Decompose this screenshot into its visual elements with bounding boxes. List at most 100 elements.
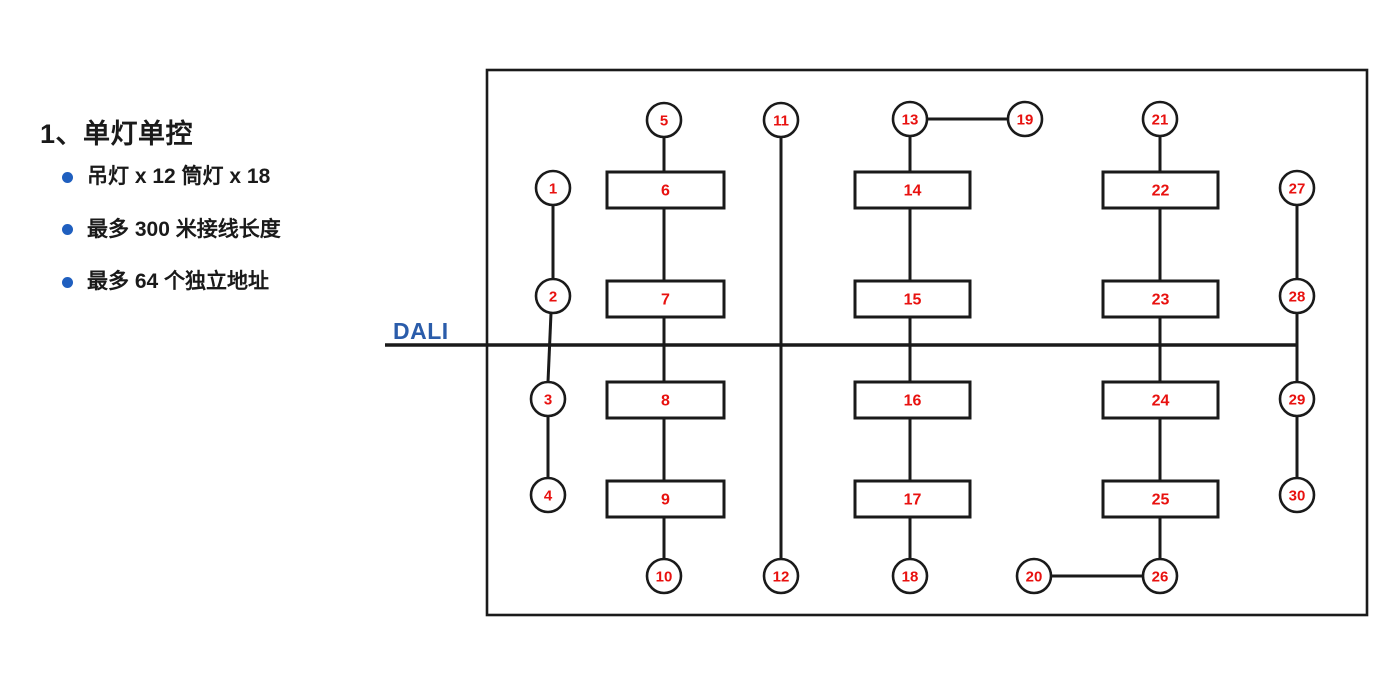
node-address-label: 27	[1289, 181, 1306, 198]
luminaire-body	[1101, 170, 1220, 210]
node-address-label: 21	[1152, 112, 1169, 129]
node-address-label: 18	[902, 569, 919, 586]
node-address-label: 29	[1289, 392, 1306, 409]
fixture-layer: 6 7 8 9 14 15 16 17 22 23 24 25	[605, 170, 1220, 519]
luminaire-body	[853, 279, 972, 319]
bullet-text: 最多 300 米接线长度	[87, 217, 281, 241]
luminaire-rect-24[interactable]: 24	[1101, 380, 1220, 420]
dali-bus-label: DALI	[393, 318, 449, 344]
luminaire-rect-16[interactable]: 16	[853, 380, 972, 420]
luminaire-node-18[interactable]: 18	[891, 557, 929, 595]
luminaire-node-10[interactable]: 10	[645, 557, 683, 595]
node-address-label: 19	[1017, 112, 1034, 129]
luminaire-rect-25[interactable]: 25	[1101, 479, 1220, 519]
node-address-label: 30	[1289, 488, 1306, 505]
luminaire-body	[853, 170, 972, 210]
node-address-label: 11	[773, 113, 789, 130]
wire-segment	[546, 312, 553, 383]
node-body	[1278, 169, 1316, 207]
luminaire-body	[1101, 380, 1220, 420]
panel-heading: 1、单灯单控	[40, 119, 194, 149]
node-body	[1141, 557, 1179, 595]
enclosure-boundary	[485, 68, 1369, 617]
luminaire-node-28[interactable]: 28	[1278, 277, 1316, 315]
luminaire-node-4[interactable]: 4	[529, 476, 567, 514]
luminaire-node-12[interactable]: 12	[762, 557, 800, 595]
luminaire-address-label: 7	[661, 292, 670, 309]
luminaire-body	[1101, 479, 1220, 519]
luminaire-node-3[interactable]: 3	[529, 380, 567, 418]
wire-layer	[546, 117, 1299, 578]
luminaire-node-1[interactable]: 1	[534, 169, 572, 207]
left-text-panel: 1、单灯单控 吊灯 x 12 筒灯 x 18 最多 300 米接线长度 最多 6…	[40, 118, 380, 321]
node-body	[645, 101, 683, 139]
luminaire-rect-22[interactable]: 22	[1101, 170, 1220, 210]
list-item: 最多 64 个独立地址	[40, 269, 380, 295]
node-body	[1006, 100, 1044, 138]
luminaire-address-label: 8	[661, 393, 670, 410]
luminaire-rect-23[interactable]: 23	[1101, 279, 1220, 319]
luminaire-rect-14[interactable]: 14	[853, 170, 972, 210]
node-address-label: 4	[544, 488, 553, 505]
node-address-label: 13	[902, 112, 919, 129]
luminaire-node-29[interactable]: 29	[1278, 380, 1316, 418]
luminaire-body	[853, 380, 972, 420]
luminaire-node-19[interactable]: 19	[1006, 100, 1044, 138]
node-body	[1278, 277, 1316, 315]
luminaire-body	[605, 479, 726, 519]
node-address-label: 12	[773, 569, 790, 586]
luminaire-address-label: 6	[661, 183, 670, 200]
node-body	[534, 277, 572, 315]
node-address-label: 20	[1026, 569, 1043, 586]
luminaire-address-label: 17	[904, 492, 922, 509]
luminaire-body	[605, 170, 726, 210]
node-body	[1278, 380, 1316, 418]
feature-bullet-list: 吊灯 x 12 筒灯 x 18 最多 300 米接线长度 最多 64 个独立地址	[40, 164, 380, 295]
luminaire-address-label: 23	[1152, 292, 1170, 309]
luminaire-node-30[interactable]: 30	[1278, 476, 1316, 514]
node-address-label: 28	[1289, 289, 1306, 306]
luminaire-node-26[interactable]: 26	[1141, 557, 1179, 595]
node-address-label: 3	[544, 392, 552, 409]
luminaire-address-label: 14	[904, 183, 922, 200]
luminaire-body	[605, 380, 726, 420]
luminaire-rect-9[interactable]: 9	[605, 479, 726, 519]
list-item: 最多 300 米接线长度	[40, 217, 380, 243]
bullet-dot-icon	[62, 224, 73, 236]
luminaire-node-27[interactable]: 27	[1278, 169, 1316, 207]
luminaire-rect-15[interactable]: 15	[853, 279, 972, 319]
node-body	[534, 169, 572, 207]
luminaire-address-label: 24	[1152, 393, 1170, 410]
luminaire-body	[605, 279, 726, 319]
luminaire-rect-6[interactable]: 6	[605, 170, 726, 210]
node-address-label: 26	[1152, 569, 1169, 586]
node-body	[645, 557, 683, 595]
luminaire-node-11[interactable]: 11	[762, 101, 800, 139]
bullet-text: 吊灯 x 12 筒灯 x 18	[87, 165, 271, 189]
luminaire-body	[1101, 279, 1220, 319]
node-body	[1278, 476, 1316, 514]
luminaire-node-13[interactable]: 13	[891, 100, 929, 138]
luminaire-node-20[interactable]: 20	[1015, 557, 1053, 595]
luminaire-node-21[interactable]: 21	[1141, 100, 1179, 138]
node-body	[529, 476, 567, 514]
node-body	[762, 557, 800, 595]
node-body	[891, 557, 929, 595]
luminaire-address-label: 22	[1152, 183, 1170, 200]
node-address-label: 2	[549, 289, 557, 306]
luminaire-node-2[interactable]: 2	[534, 277, 572, 315]
node-body	[1015, 557, 1053, 595]
luminaire-rect-8[interactable]: 8	[605, 380, 726, 420]
luminaire-rect-17[interactable]: 17	[853, 479, 972, 519]
luminaire-body	[853, 479, 972, 519]
bullet-dot-icon	[62, 172, 73, 184]
luminaire-address-label: 25	[1152, 492, 1170, 509]
luminaire-rect-7[interactable]: 7	[605, 279, 726, 319]
luminaire-address-label: 15	[904, 292, 922, 309]
node-address-label: 5	[660, 113, 668, 130]
luminaire-node-5[interactable]: 5	[645, 101, 683, 139]
node-body	[891, 100, 929, 138]
